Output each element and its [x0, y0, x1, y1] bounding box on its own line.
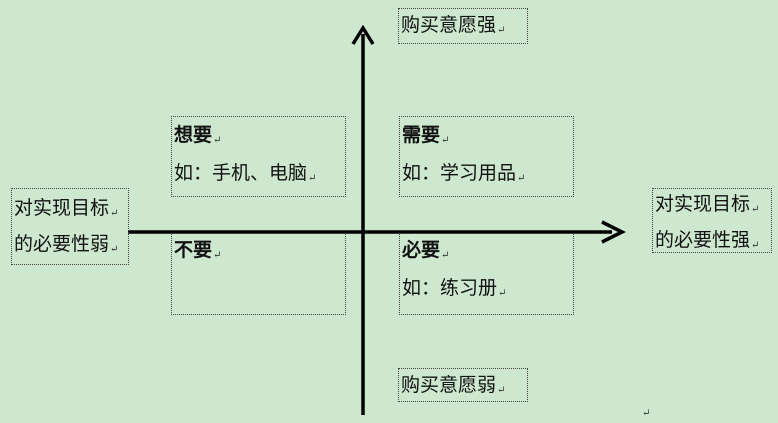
bottom-axis-label-text: 购买意愿弱 [401, 374, 497, 396]
right-axis-label-line1: 对实现目标 [655, 193, 751, 215]
quadrant-want: 想要↵ 如：手机、电脑↵ [171, 116, 346, 197]
horizontal-arrowhead [601, 220, 626, 244]
left-axis-label: 对实现目标↵ 的必要性弱↵ [11, 188, 129, 265]
vertical-arrowhead [351, 24, 375, 45]
bottom-axis-label: 购买意愿弱↵ [398, 368, 528, 402]
quadrant-dont-want-title: 不要 [174, 239, 213, 261]
left-axis-label-line2: 的必要性弱 [14, 233, 110, 255]
top-axis-label: 购买意愿强↵ [398, 8, 528, 44]
quadrant-need: 需要↵ 如：学习用品↵ [399, 116, 574, 197]
paragraph-mark: ↵ [642, 408, 651, 419]
quadrant-necessary-title: 必要 [402, 239, 441, 261]
quadrant-necessary: 必要↵ 如：练习册↵ [399, 233, 574, 315]
top-axis-label-text: 购买意愿强 [401, 14, 497, 36]
quadrant-dont-want: 不要↵ [171, 233, 346, 315]
right-axis-label-line2: 的必要性强 [655, 229, 751, 251]
quadrant-need-title: 需要 [402, 124, 441, 146]
quadrant-want-example: 如：手机、电脑 [174, 162, 308, 184]
right-axis-label: 对实现目标↵ 的必要性强↵ [652, 188, 772, 253]
quadrant-need-example: 如：学习用品 [402, 162, 517, 184]
quadrant-want-title: 想要 [174, 124, 213, 146]
quadrant-necessary-example: 如：练习册 [402, 277, 498, 299]
left-axis-label-line1: 对实现目标 [14, 197, 110, 219]
